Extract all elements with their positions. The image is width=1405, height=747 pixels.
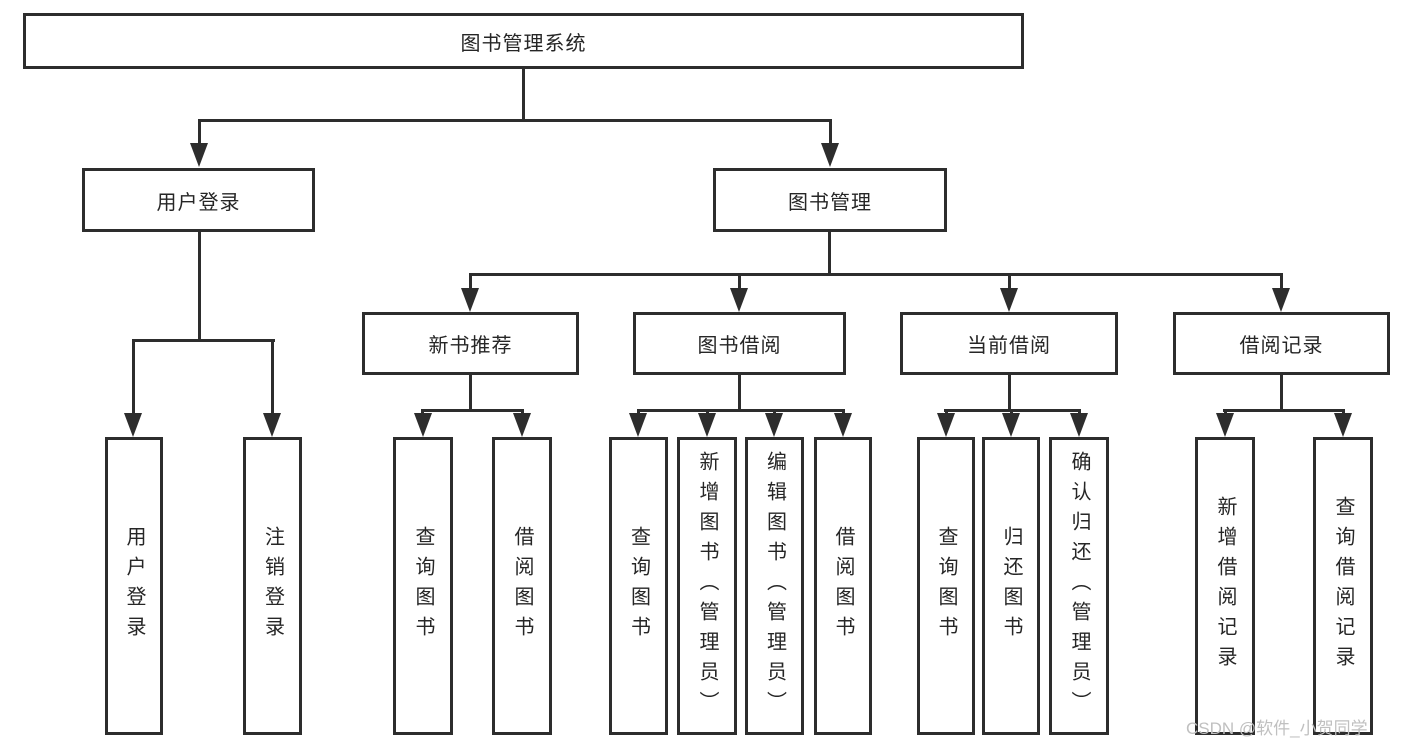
connector-to-book-management — [829, 120, 832, 146]
watermark: CSDN @软件_小贺同学 — [1186, 719, 1368, 738]
node-current-borrow: 当前借阅 — [900, 312, 1118, 375]
arrowhead-icon — [124, 413, 142, 437]
connector-book-management-split — [469, 273, 1283, 276]
node-user-login: 用户登录 — [82, 168, 315, 232]
leaf-query-borrow-record: 查询借阅记录 — [1313, 437, 1373, 735]
leaf-edit-book-admin-label: 编辑图书（管理员） — [763, 451, 786, 721]
leaf-add-book-admin: 新增图书（管理员） — [677, 437, 737, 735]
arrowhead-icon — [698, 413, 716, 437]
connector-root-split — [198, 119, 832, 122]
leaf-confirm-return-admin: 确认归还（管理员） — [1049, 437, 1109, 735]
leaf-user-login-label: 用户登录 — [123, 526, 145, 646]
leaf-confirm-return-admin-label: 确认归还（管理员） — [1068, 451, 1090, 721]
arrowhead-icon — [629, 413, 647, 437]
connector-to-leaf-user-login — [132, 340, 135, 416]
connector-to-current-borrow — [1008, 274, 1011, 292]
arrowhead-icon — [1002, 413, 1020, 437]
node-borrow-records: 借阅记录 — [1173, 312, 1390, 375]
node-current-borrow-label: 当前借阅 — [967, 335, 1051, 357]
leaf-borrow-book-2: 借阅图书 — [814, 437, 872, 735]
arrowhead-icon — [937, 413, 955, 437]
node-root: 图书管理系统 — [23, 13, 1024, 69]
node-root-label: 图书管理系统 — [460, 32, 587, 55]
connector-root-stub — [522, 68, 525, 121]
leaf-borrow-book-2-label: 借阅图书 — [832, 526, 854, 646]
leaf-borrow-book-1: 借阅图书 — [492, 437, 552, 735]
connector-user-login-split — [132, 339, 275, 342]
arrowhead-icon — [461, 288, 479, 312]
leaf-return-book-label: 归还图书 — [1000, 526, 1022, 646]
leaf-logout: 注销登录 — [243, 437, 302, 735]
connector-borrow-records-split — [1223, 409, 1345, 412]
arrowhead-icon — [1272, 288, 1290, 312]
arrowhead-icon — [821, 143, 839, 167]
node-book-borrow-label: 图书借阅 — [697, 335, 782, 357]
node-new-book-recommend: 新书推荐 — [362, 312, 579, 375]
leaf-query-book-3-label: 查询图书 — [935, 526, 957, 646]
node-book-management-label: 图书管理 — [788, 191, 872, 214]
leaf-return-book: 归还图书 — [982, 437, 1040, 735]
connector-current-borrow-stub — [1008, 375, 1011, 411]
arrowhead-icon — [834, 413, 852, 437]
leaf-query-book-1: 查询图书 — [393, 437, 453, 735]
connector-new-book-recommend-split — [421, 409, 524, 412]
leaf-query-book-2-label: 查询图书 — [627, 526, 650, 646]
node-new-book-recommend-label: 新书推荐 — [428, 335, 513, 357]
leaf-edit-book-admin: 编辑图书（管理员） — [745, 437, 804, 735]
leaf-add-book-admin-label: 新增图书（管理员） — [696, 451, 718, 721]
leaf-add-borrow-record: 新增借阅记录 — [1195, 437, 1255, 735]
node-borrow-records-label: 借阅记录 — [1239, 335, 1324, 357]
arrowhead-icon — [1070, 413, 1088, 437]
connector-to-leaf-logout — [271, 340, 274, 416]
arrowhead-icon — [190, 143, 208, 167]
connector-book-borrow-split — [637, 409, 845, 412]
leaf-query-book-2: 查询图书 — [609, 437, 668, 735]
connector-book-borrow-stub — [738, 375, 741, 411]
node-user-login-label: 用户登录 — [156, 191, 241, 214]
leaf-query-borrow-record-label: 查询借阅记录 — [1332, 496, 1354, 676]
leaf-add-borrow-record-label: 新增借阅记录 — [1214, 496, 1236, 676]
arrowhead-icon — [513, 413, 531, 437]
connector-to-borrow-records — [1280, 274, 1283, 292]
connector-new-book-recommend-stub — [469, 375, 472, 411]
leaf-query-book-1-label: 查询图书 — [412, 526, 434, 646]
connector-user-login-stub — [198, 232, 201, 341]
leaf-logout-label: 注销登录 — [261, 526, 284, 646]
arrowhead-icon — [263, 413, 281, 437]
connector-to-new-book-recommend — [469, 274, 472, 292]
connector-borrow-records-stub — [1280, 375, 1283, 411]
arrowhead-icon — [730, 288, 748, 312]
leaf-user-login: 用户登录 — [105, 437, 163, 735]
arrowhead-icon — [765, 413, 783, 437]
connector-to-book-borrow — [738, 274, 741, 292]
arrowhead-icon — [1334, 413, 1352, 437]
node-book-management: 图书管理 — [713, 168, 947, 232]
arrowhead-icon — [1216, 413, 1234, 437]
arrowhead-icon — [414, 413, 432, 437]
node-book-borrow: 图书借阅 — [633, 312, 846, 375]
leaf-borrow-book-1-label: 借阅图书 — [511, 526, 533, 646]
connector-to-user-login — [198, 120, 201, 146]
connector-book-management-stub — [828, 232, 831, 275]
leaf-query-book-3: 查询图书 — [917, 437, 975, 735]
arrowhead-icon — [1000, 288, 1018, 312]
